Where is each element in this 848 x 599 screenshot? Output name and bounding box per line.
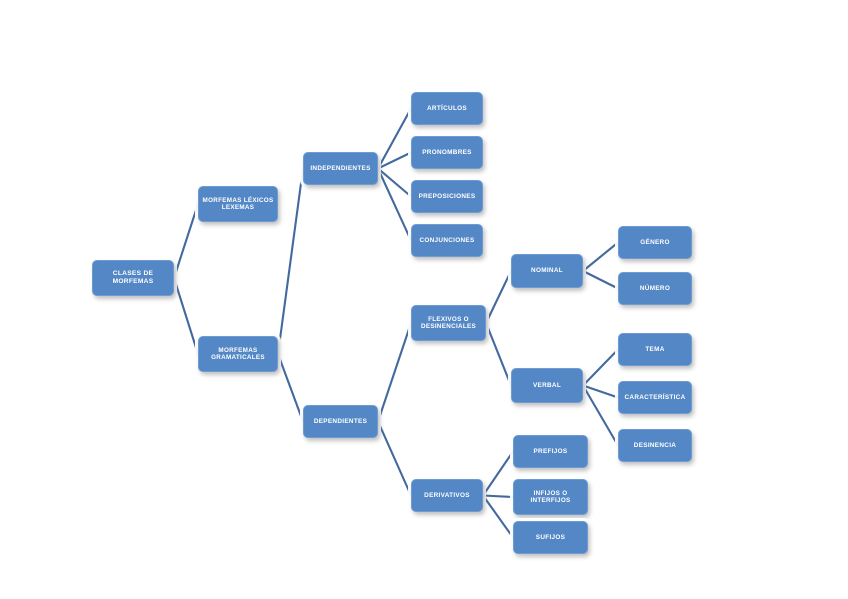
node-pronombres[interactable]: PRONOMBRES [411, 136, 483, 169]
edge-clases-to-gramaticales [172, 276, 200, 356]
node-desinencia[interactable]: DESINENCIA [618, 429, 692, 462]
node-label-derivativos: DERIVATIVOS [424, 491, 470, 499]
node-label-pronombres: PRONOMBRES [422, 148, 472, 156]
node-label-articulos: ARTÍCULOS [427, 104, 467, 112]
edge-verbal-to-tema [581, 348, 620, 387]
node-infijos[interactable]: INFIJOS O INTERFIJOS [513, 479, 588, 515]
node-numero[interactable]: NÚMERO [618, 272, 692, 305]
node-articulos[interactable]: ARTÍCULOS [411, 92, 483, 125]
edge-clases-to-lexicos [172, 202, 200, 280]
node-label-tema: TEMA [645, 345, 665, 353]
node-label-gramaticales: MORFEMAS GRAMATICALES [211, 346, 265, 361]
node-label-prefijos: PREFIJOS [533, 447, 568, 455]
node-sufijos[interactable]: SUFIJOS [513, 521, 588, 554]
node-derivativos[interactable]: DERIVATIVOS [411, 479, 483, 512]
edge-nominal-to-numero [581, 269, 620, 290]
edge-independientes-to-preposiciones [376, 167, 413, 198]
node-label-dependientes: DEPENDIENTES [313, 417, 368, 425]
node-label-genero: GÉNERO [640, 238, 670, 246]
edge-derivativos-to-infijos [481, 494, 515, 499]
node-label-infijos: INFIJOS O INTERFIJOS [530, 489, 571, 504]
node-gramaticales[interactable]: MORFEMAS GRAMATICALES [198, 336, 278, 372]
edge-verbal-to-desinencia [581, 384, 620, 447]
edge-independientes-to-articulos [376, 107, 413, 170]
edge-dependientes-to-derivativos [376, 420, 413, 497]
node-label-independientes: INDEPENDIENTES [310, 164, 371, 172]
node-label-verbal: VERBAL [532, 381, 562, 389]
node-label-numero: NÚMERO [639, 284, 671, 292]
node-prefijos[interactable]: PREFIJOS [513, 435, 588, 468]
edge-derivativos-to-sufijos [481, 494, 515, 539]
node-flexivos[interactable]: FLEXIVOS O DESINENCIALES [411, 305, 486, 341]
node-tema[interactable]: TEMA [618, 333, 692, 366]
edge-derivativos-to-prefijos [481, 450, 515, 497]
edge-gramaticales-to-dependientes [276, 352, 305, 423]
node-clases[interactable]: CLASES DE MORFEMAS [92, 260, 174, 296]
node-nominal[interactable]: NOMINAL [511, 254, 583, 288]
node-label-clases: CLASES DE MORFEMAS [112, 270, 154, 285]
node-caracteristica[interactable]: CARACTERÍSTICA [618, 381, 692, 414]
node-dependientes[interactable]: DEPENDIENTES [303, 405, 378, 438]
node-conjunciones[interactable]: CONJUNCIONES [411, 224, 483, 257]
node-label-conjunciones: CONJUNCIONES [419, 236, 475, 244]
edge-flexivos-to-nominal [484, 269, 513, 325]
edge-dependientes-to-flexivos [376, 321, 413, 423]
edge-nominal-to-genero [581, 241, 620, 273]
node-label-caracteristica: CARACTERÍSTICA [624, 393, 686, 401]
edge-flexivos-to-verbal [484, 321, 513, 387]
node-label-flexivos: FLEXIVOS O DESINENCIALES [421, 315, 476, 330]
node-independientes[interactable]: INDEPENDIENTES [303, 152, 378, 185]
edge-independientes-to-pronombres [376, 151, 413, 170]
node-genero[interactable]: GÉNERO [618, 226, 692, 259]
node-lexicos[interactable]: MORFEMAS LÉXICOS LEXEMAS [198, 186, 278, 222]
edge-gramaticales-to-independientes [276, 167, 305, 356]
node-label-sufijos: SUFIJOS [535, 533, 566, 541]
node-label-desinencia: DESINENCIA [633, 441, 677, 449]
edge-independientes-to-conjunciones [376, 167, 413, 242]
node-label-nominal: NOMINAL [531, 267, 563, 275]
node-preposiciones[interactable]: PREPOSICIONES [411, 180, 483, 213]
node-label-lexicos: MORFEMAS LÉXICOS LEXEMAS [202, 196, 274, 211]
node-label-preposiciones: PREPOSICIONES [418, 192, 476, 200]
edge-verbal-to-caracteristica [581, 384, 620, 399]
node-verbal[interactable]: VERBAL [511, 368, 583, 403]
